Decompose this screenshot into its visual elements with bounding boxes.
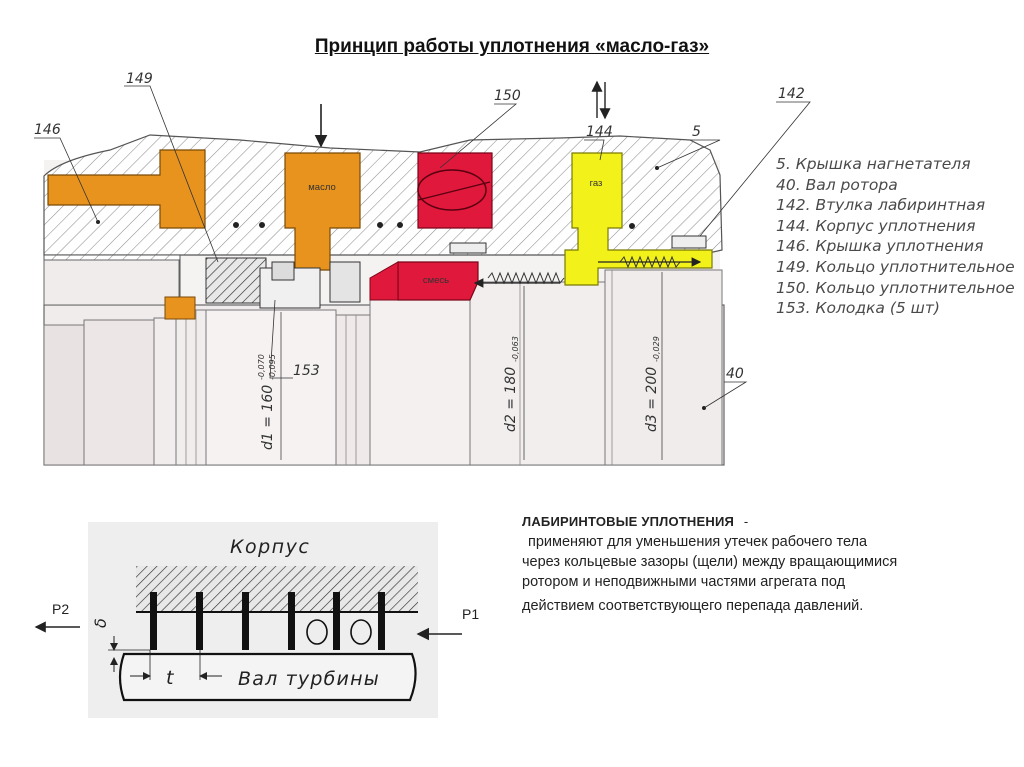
callout-153: 153: [293, 363, 320, 379]
labyrinth-fin: [378, 592, 385, 650]
legend-item: 5. Крышка нагнетателя: [776, 155, 971, 173]
dimension-d1: d1 = 160: [260, 385, 276, 450]
callout-149: 149: [126, 71, 153, 87]
callout-144: 144: [586, 124, 613, 140]
callout-40: 40: [726, 366, 744, 382]
description-line: через кольцевые зазоры (щели) между вращ…: [522, 554, 898, 570]
labyrinth-description: применяют для уменьшения утечек рабочего…: [522, 532, 992, 616]
pressure-p1-label: P1: [462, 606, 479, 622]
oil-gas-seal-drawing: 149 146 150 144 142 5 153 40 масло смесь…: [34, 71, 811, 466]
labyrinth-fin: [196, 592, 203, 650]
oil-ring-149: [164, 296, 196, 320]
callout-150: 150: [494, 88, 521, 104]
dimension-d2-tolerance: -0,063: [511, 336, 520, 362]
labyrinth-heading: ЛАБИРИНТОВЫЕ УПЛОТНЕНИЯ -: [522, 514, 748, 529]
labyrinth-fin: [288, 592, 295, 650]
dimension-d3-tolerance: -0,029: [652, 336, 661, 362]
legend-item: 153. Колодка (5 шт): [776, 299, 940, 318]
legend-item: 150. Кольцо уплотнительное: [776, 278, 1015, 297]
housing-label: Корпус: [230, 536, 310, 558]
labyrinth-heading-dash: -: [743, 514, 749, 529]
description-line: применяют для уменьшения утечек рабочего…: [528, 534, 868, 550]
legend-item: 146. Крышка уплотнения: [776, 237, 984, 256]
callout-142: 142: [778, 86, 805, 102]
mixture-zone-label: смесь: [423, 275, 449, 286]
gap-label: δ: [91, 618, 110, 628]
labyrinth-fin: [242, 592, 249, 650]
turbine-shaft: [118, 652, 417, 702]
legend-item: 40. Вал ротора: [776, 175, 898, 194]
callout-146: 146: [34, 122, 61, 138]
description-line: ротором и неподвижными частями агрегата …: [522, 574, 846, 590]
slide-title: Принцип работы уплотнения «масло-газ»: [314, 36, 710, 57]
dimension-d1-tolerance-lower: -0,095: [268, 354, 277, 380]
pressure-p2-label: P2: [52, 601, 69, 617]
gas-zone-label: газ: [590, 178, 603, 189]
labyrinth-heading-text: ЛАБИРИНТОВЫЕ УПЛОТНЕНИЯ: [522, 514, 735, 529]
description-line: действием соответствующего перепада давл…: [522, 598, 864, 614]
pitch-label: t: [166, 667, 175, 689]
gas-zone: [564, 152, 713, 286]
labyrinth-fin: [150, 592, 157, 650]
oil-zone-label: масло: [308, 182, 336, 193]
legend-item: 144. Корпус уплотнения: [776, 216, 976, 235]
dimension-d2: d2 = 180: [503, 367, 519, 432]
labyrinth-fin: [333, 592, 340, 650]
legend-item: 149. Кольцо уплотнительное: [776, 257, 1015, 276]
dimension-d1-tolerance-upper: -0,070: [257, 354, 266, 380]
legend-item: 142. Втулка лабиринтная: [776, 196, 986, 215]
dimension-d3: d3 = 200: [644, 367, 660, 432]
labyrinth-seal-drawing: Корпус Вал турбины t δ P2 P1: [34, 522, 479, 718]
callout-5: 5: [692, 124, 701, 140]
shaft-label: Вал турбины: [238, 668, 380, 690]
housing-hatch: [136, 566, 418, 612]
parts-legend: 5. Крышка нагнетателя 40. Вал ротора 142…: [776, 154, 1015, 319]
